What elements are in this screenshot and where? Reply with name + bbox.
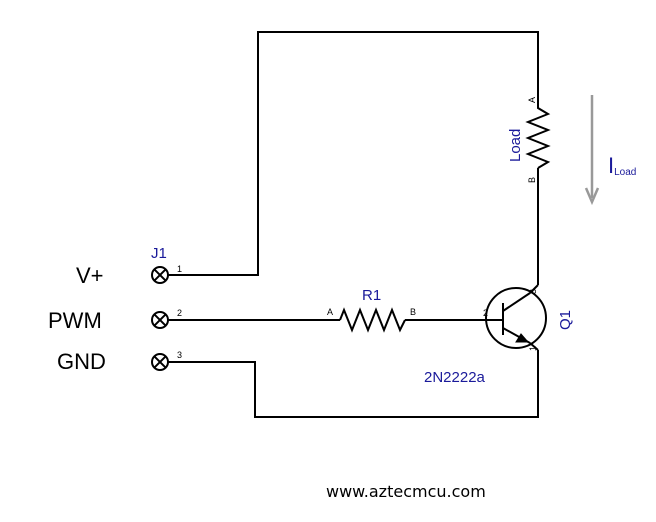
- transistor-pin-base: 2: [483, 308, 488, 318]
- transistor-collector-lead: [529, 284, 539, 294]
- transistor-part-number: 2N2222a: [424, 369, 486, 386]
- transistor-emitter-lead: [529, 342, 539, 351]
- wires: [172, 31, 539, 418]
- transistor-collector: [502, 292, 531, 312]
- current-subscript: Load: [614, 167, 636, 178]
- pin-number-3: 3: [177, 350, 182, 360]
- transistor-q1: 2 3 1 Q1 2N2222a: [424, 284, 574, 386]
- connector-pin-2: [151, 311, 172, 329]
- load-pin-b: B: [527, 177, 537, 183]
- transistor-emitter-arrow: [515, 333, 530, 343]
- resistor-ref: R1: [362, 287, 381, 304]
- transistor-pin-emitter: 1: [528, 346, 538, 351]
- current-symbol: I: [608, 153, 614, 178]
- current-arrow-head: [584, 187, 600, 206]
- load-zigzag: [525, 92, 551, 169]
- resistor-pin-a: A: [327, 307, 333, 317]
- connector-pin-1: [151, 266, 172, 284]
- resistor-r1: R1 A B: [327, 287, 416, 333]
- load-resistor: Load A B: [507, 92, 551, 183]
- transistor-body: [485, 287, 547, 349]
- transistor-ref: Q1: [557, 310, 574, 330]
- load-pin-a: A: [527, 97, 537, 103]
- connector-ref: J1: [151, 245, 167, 262]
- current-indicator: ILoad: [584, 95, 636, 206]
- signal-label-vplus: V+: [76, 263, 104, 288]
- signal-label-pwm: PWM: [48, 308, 102, 333]
- website-url: www.aztecmcu.com: [326, 482, 486, 501]
- resistor-pin-b: B: [410, 307, 416, 317]
- signal-label-gnd: GND: [57, 349, 106, 374]
- pin-number-1: 1: [177, 264, 182, 274]
- load-label: Load: [507, 129, 524, 162]
- wire-vplus-to-load: [172, 31, 539, 276]
- connector-pin-3: [151, 353, 172, 371]
- pin-number-2: 2: [177, 308, 182, 318]
- connector-j1: J1 1 V+ 2 PWM 3 GND: [48, 245, 182, 374]
- transistor-pin-collector: 3: [528, 289, 538, 294]
- current-label: ILoad: [608, 153, 636, 178]
- wire-gnd-to-emitter: [172, 350, 539, 418]
- resistor-zigzag: [339, 307, 406, 333]
